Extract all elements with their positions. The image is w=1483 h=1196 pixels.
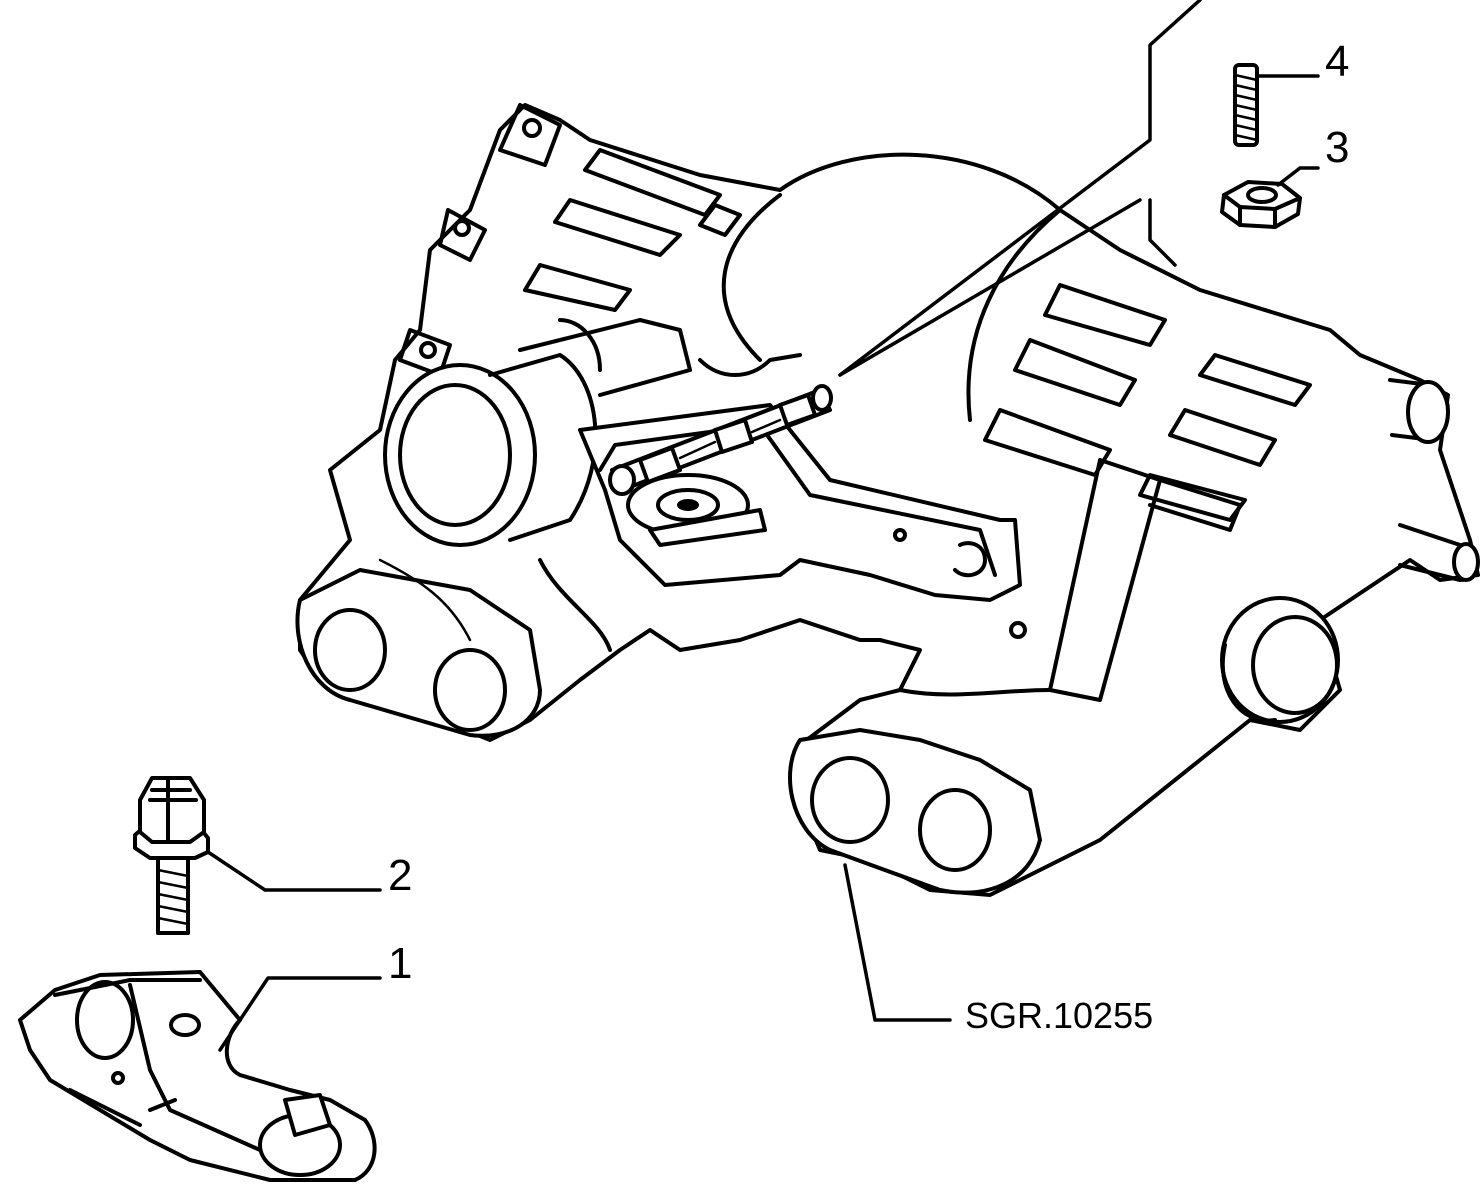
top-leader-lines: [838, 0, 1202, 377]
callout-4: 4: [1325, 37, 1349, 86]
drawing-reference-code: SGR.10255: [965, 995, 1153, 1036]
callout-2: 2: [388, 851, 412, 900]
callout-3: 3: [1325, 123, 1349, 172]
flange-bolt: [133, 776, 382, 935]
reference-leader: [843, 863, 952, 1022]
hex-nut: [1220, 166, 1320, 229]
bracket: [18, 970, 382, 1182]
threaded-stud: [1233, 63, 1320, 147]
selector-linkage: [578, 384, 1022, 602]
callout-1: 1: [388, 939, 412, 988]
